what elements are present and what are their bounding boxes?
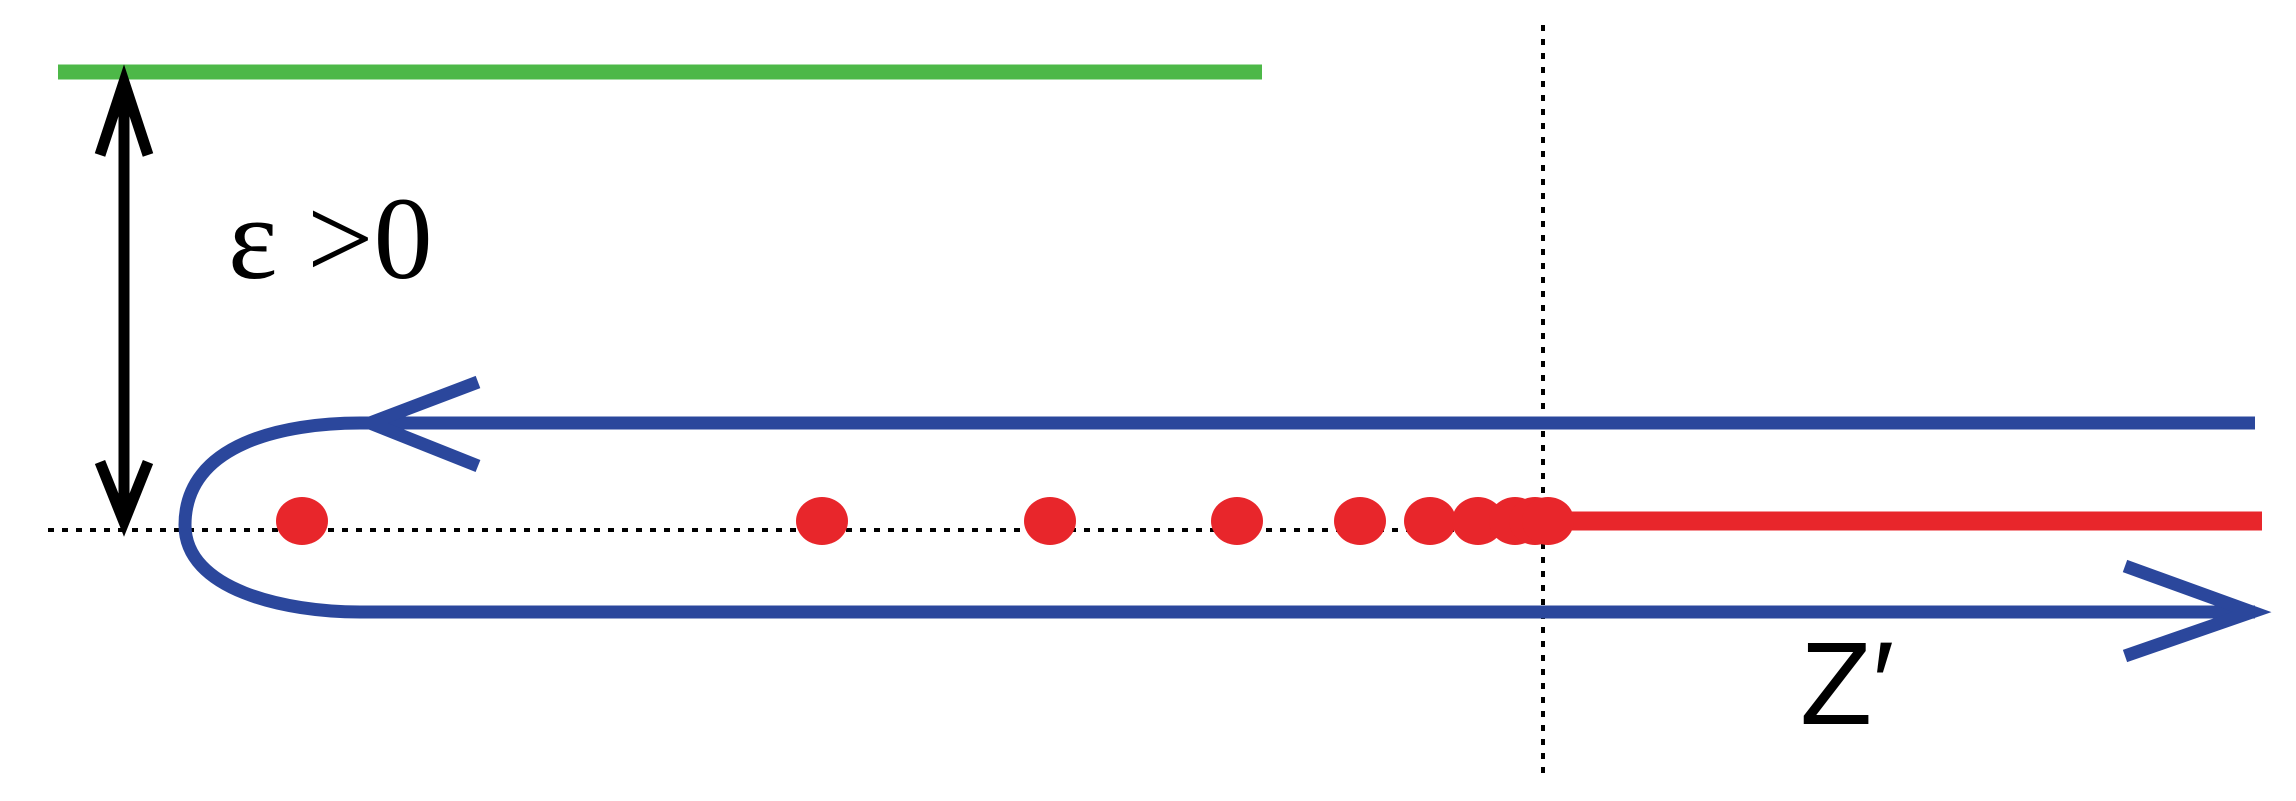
epsilon-arrow-head-top xyxy=(94,64,154,157)
pole-3 xyxy=(1024,497,1076,545)
pole-10 xyxy=(1522,497,1574,545)
epsilon-arrow-head-bottom xyxy=(94,459,154,537)
pole-1 xyxy=(276,497,328,545)
contour-path xyxy=(178,416,2255,619)
epsilon-label: ε >0 xyxy=(228,173,433,304)
hankel-contour xyxy=(178,375,2272,663)
pole-2 xyxy=(796,497,848,545)
contour-label: Z′ xyxy=(1800,618,1895,750)
pole-5 xyxy=(1334,497,1386,545)
pole-6 xyxy=(1404,497,1456,545)
pole-4 xyxy=(1211,497,1263,545)
epsilon-double-arrow xyxy=(94,64,154,537)
pole-7 xyxy=(1452,497,1504,545)
poles xyxy=(276,497,1574,545)
contour-arrow-head-right xyxy=(2122,559,2272,663)
contour-arrow-head-left xyxy=(352,375,481,473)
